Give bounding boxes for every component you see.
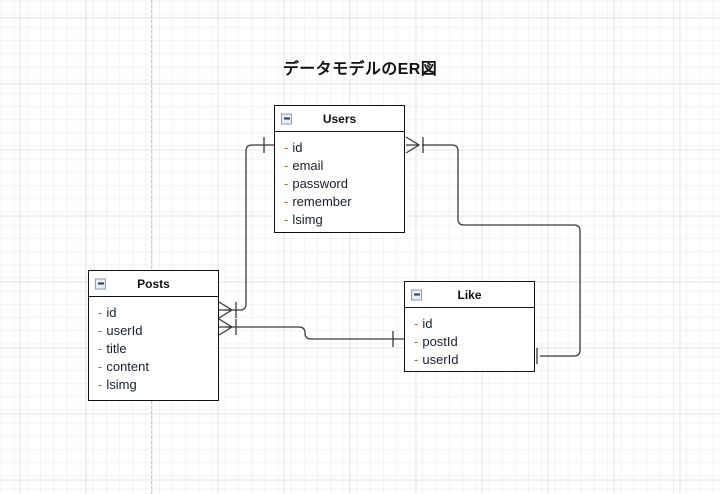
field-row: - title — [89, 340, 218, 358]
entity-users[interactable]: Users - id - email - password - remember… — [274, 105, 405, 233]
field-row: - id — [275, 139, 404, 157]
field-name: id — [422, 316, 433, 331]
collapse-minus-icon[interactable] — [95, 278, 106, 289]
field-row: - email — [275, 157, 404, 175]
connector-users-posts — [226, 144, 274, 311]
field-name: title — [106, 341, 127, 356]
entity-like-title: Like — [457, 287, 482, 302]
field-name: userId — [106, 323, 143, 338]
entity-like-header[interactable]: Like — [405, 282, 534, 308]
field-name: password — [292, 176, 348, 191]
page-break-line — [151, 0, 152, 494]
field-dash: - — [414, 334, 419, 349]
entity-posts[interactable]: Posts - id - userId - title - content - … — [88, 270, 219, 401]
collapse-minus-icon[interactable] — [281, 113, 292, 124]
cardinality-many-posts-lower — [218, 318, 234, 336]
field-dash: - — [284, 176, 289, 191]
field-row: - postId — [405, 333, 534, 351]
field-dash: - — [414, 352, 419, 367]
field-dash: - — [284, 158, 289, 173]
field-dash: - — [284, 194, 289, 209]
field-dash: - — [98, 377, 103, 392]
field-name: id — [106, 305, 117, 320]
field-row: - userId — [405, 351, 534, 369]
field-row: - id — [405, 315, 534, 333]
field-dash: - — [284, 212, 289, 227]
entity-like[interactable]: Like - id - postId - userId — [404, 281, 535, 372]
field-dash: - — [98, 323, 103, 338]
field-row: - lsimg — [89, 376, 218, 394]
connector-posts-like — [226, 326, 404, 340]
field-dash: - — [98, 305, 103, 320]
field-name: lsimg — [106, 377, 137, 392]
field-row: - userId — [89, 322, 218, 340]
field-name: email — [292, 158, 324, 173]
field-dash: - — [98, 341, 103, 356]
field-row: - remember — [275, 193, 404, 211]
field-name: userId — [422, 352, 459, 367]
cardinality-many-posts-upper — [218, 301, 234, 319]
field-name: postId — [422, 334, 458, 349]
page-title: データモデルのER図 — [282, 61, 438, 78]
entity-users-fields: - id - email - password - remember - lsi… — [275, 132, 404, 237]
field-name: lsimg — [292, 212, 323, 227]
cardinality-many-users-right — [405, 136, 421, 154]
field-dash: - — [98, 359, 103, 374]
field-row: - id — [89, 304, 218, 322]
field-dash: - — [284, 140, 289, 155]
entity-posts-title: Posts — [137, 276, 170, 291]
entity-users-header[interactable]: Users — [275, 106, 404, 132]
entity-users-title: Users — [322, 111, 357, 126]
field-dash: - — [414, 316, 419, 331]
entity-posts-fields: - id - userId - title - content - lsimg — [89, 297, 218, 402]
entity-like-fields: - id - postId - userId — [405, 308, 534, 377]
collapse-minus-icon[interactable] — [411, 289, 422, 300]
field-row: - password — [275, 175, 404, 193]
field-name: content — [106, 359, 149, 374]
field-row: - content — [89, 358, 218, 376]
field-name: remember — [292, 194, 352, 209]
entity-posts-header[interactable]: Posts — [89, 271, 218, 297]
field-row: - lsimg — [275, 211, 404, 229]
field-name: id — [292, 140, 303, 155]
